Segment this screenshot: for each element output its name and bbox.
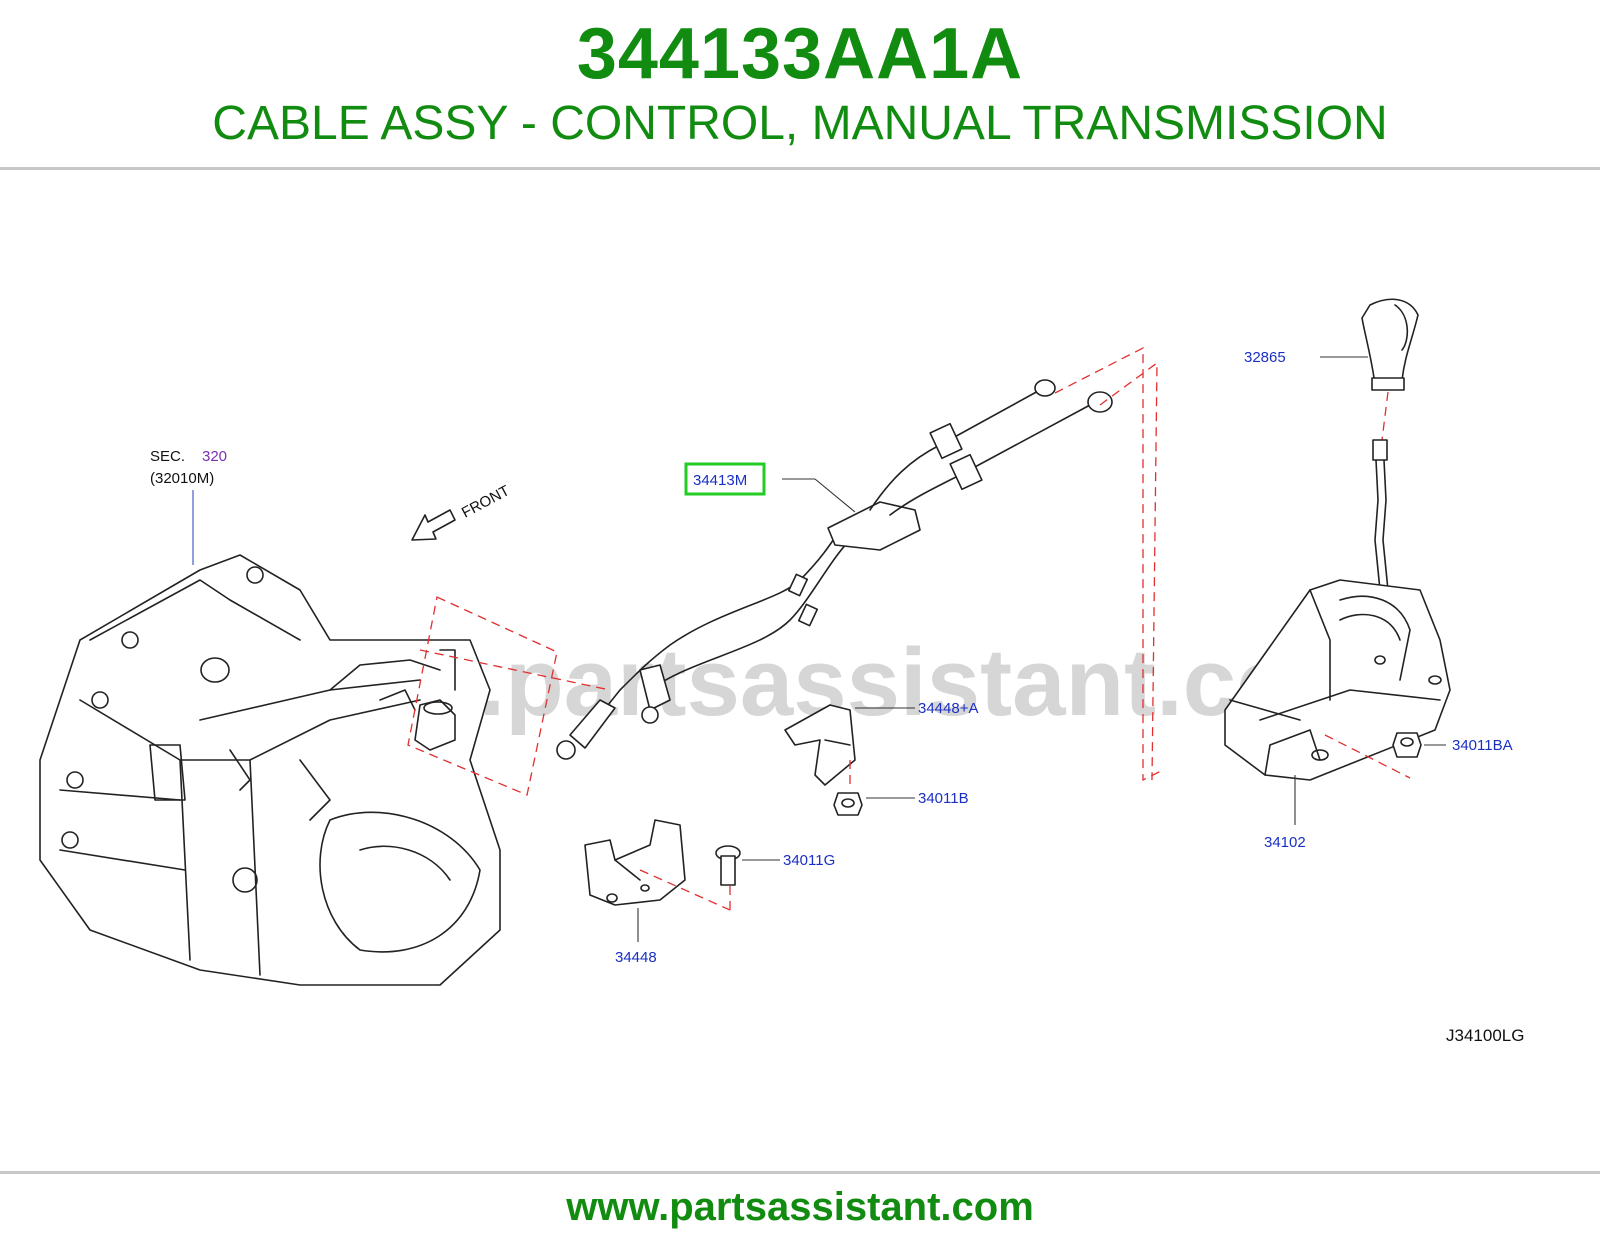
footer-divider (0, 1171, 1600, 1174)
section-subref: (32010M) (150, 470, 214, 487)
footer-url-link[interactable]: www.partsassistant.com (566, 1185, 1034, 1229)
callout-label-highlighted[interactable]: 34413M (693, 472, 747, 489)
diagram-code: J34100LG (1446, 1026, 1524, 1045)
bracket-a-drawing (784, 704, 856, 786)
callout-34102[interactable]: 34102 (1264, 834, 1306, 851)
transmission-drawing (39, 554, 501, 986)
section-reference: SEC. 320 (32010M) (150, 448, 227, 565)
shift-knob-drawing (1361, 298, 1419, 391)
nut-ba-drawing (1392, 732, 1422, 758)
shifter-base-drawing (1224, 579, 1451, 781)
callout-34011b[interactable]: 34011B (918, 790, 969, 807)
section-prefix: SEC. (150, 448, 185, 465)
callout-34011g[interactable]: 34011G (783, 852, 835, 869)
bolt-g-drawing (715, 845, 741, 886)
shift-lever-drawing (1372, 439, 1389, 591)
header: 344133AA1A CABLE ASSY - CONTROL, MANUAL … (0, 0, 1600, 168)
header-divider (0, 167, 1600, 170)
callout-34011ba[interactable]: 34011BA (1452, 737, 1513, 754)
bracket-drawing (584, 819, 686, 906)
nut-b-drawing (833, 792, 863, 816)
parts-diagram: www.partsassistant.com SEC. 320 (32010M) (39, 298, 1524, 1045)
callout-34448[interactable]: 34448 (615, 949, 657, 966)
cable-assembly-drawing (556, 379, 1113, 760)
part-description: CABLE ASSY - CONTROL, MANUAL TRANSMISSIO… (212, 97, 1388, 150)
front-label: FRONT (459, 482, 513, 521)
callout-32865[interactable]: 32865 (1244, 349, 1286, 366)
callout-34448-a[interactable]: 34448+A (918, 700, 978, 717)
part-number-title: 344133AA1A (576, 14, 1024, 94)
callout-34413M[interactable]: 34413M (684, 462, 856, 513)
front-arrow: FRONT (411, 482, 513, 541)
section-number-link[interactable]: 320 (202, 448, 227, 465)
